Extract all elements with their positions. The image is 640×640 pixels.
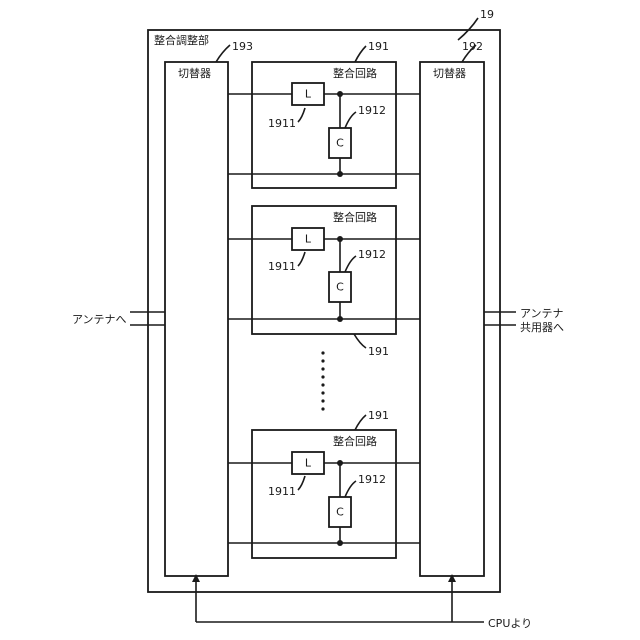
- switch-left-ref: 193: [232, 40, 253, 53]
- inductor-ref: 1911: [268, 260, 296, 273]
- switch-right: [420, 62, 484, 576]
- matching-circuit-1: 整合回路 191 L C 1911 1912: [228, 40, 420, 188]
- switch-right-label: 切替器: [433, 66, 466, 80]
- to-antenna-label: アンテナへ: [72, 313, 127, 326]
- junction-dot: [337, 540, 343, 546]
- inductor-ref: 1911: [268, 485, 296, 498]
- unit-title: 整合調整部: [154, 33, 209, 47]
- inductor-label: L: [305, 233, 312, 246]
- switch-left-label: 切替器: [178, 66, 211, 80]
- matching-circuit-title: 整合回路: [333, 66, 377, 80]
- junction-dot: [337, 171, 343, 177]
- capacitor-ref: 1912: [358, 104, 386, 117]
- matching-circuit-title: 整合回路: [333, 210, 377, 224]
- capacitor-label: C: [336, 506, 344, 519]
- matching-circuit-3: 整合回路 191 L C 1911 1912: [228, 409, 420, 558]
- matching-circuit-title: 整合回路: [333, 434, 377, 448]
- inductor-label: L: [305, 88, 312, 101]
- matching-ref: 191: [368, 409, 389, 422]
- figure-ref: 19: [480, 8, 494, 21]
- matching-ref: 191: [368, 345, 389, 358]
- inductor-ref: 1911: [268, 117, 296, 130]
- capacitor-ref: 1912: [358, 473, 386, 486]
- switch-right-ref: 192: [462, 40, 483, 53]
- from-cpu-label: CPUより: [488, 617, 532, 630]
- to-duplexer-label-line1: アンテナ: [520, 307, 564, 320]
- inductor-label: L: [305, 457, 312, 470]
- switch-left: [165, 62, 228, 576]
- capacitor-label: C: [336, 281, 344, 294]
- junction-dot: [337, 316, 343, 322]
- to-duplexer-label-line2: 共用器へ: [520, 321, 564, 334]
- capacitor-ref: 1912: [358, 248, 386, 261]
- capacitor-label: C: [336, 137, 344, 150]
- matching-ref: 191: [368, 40, 389, 53]
